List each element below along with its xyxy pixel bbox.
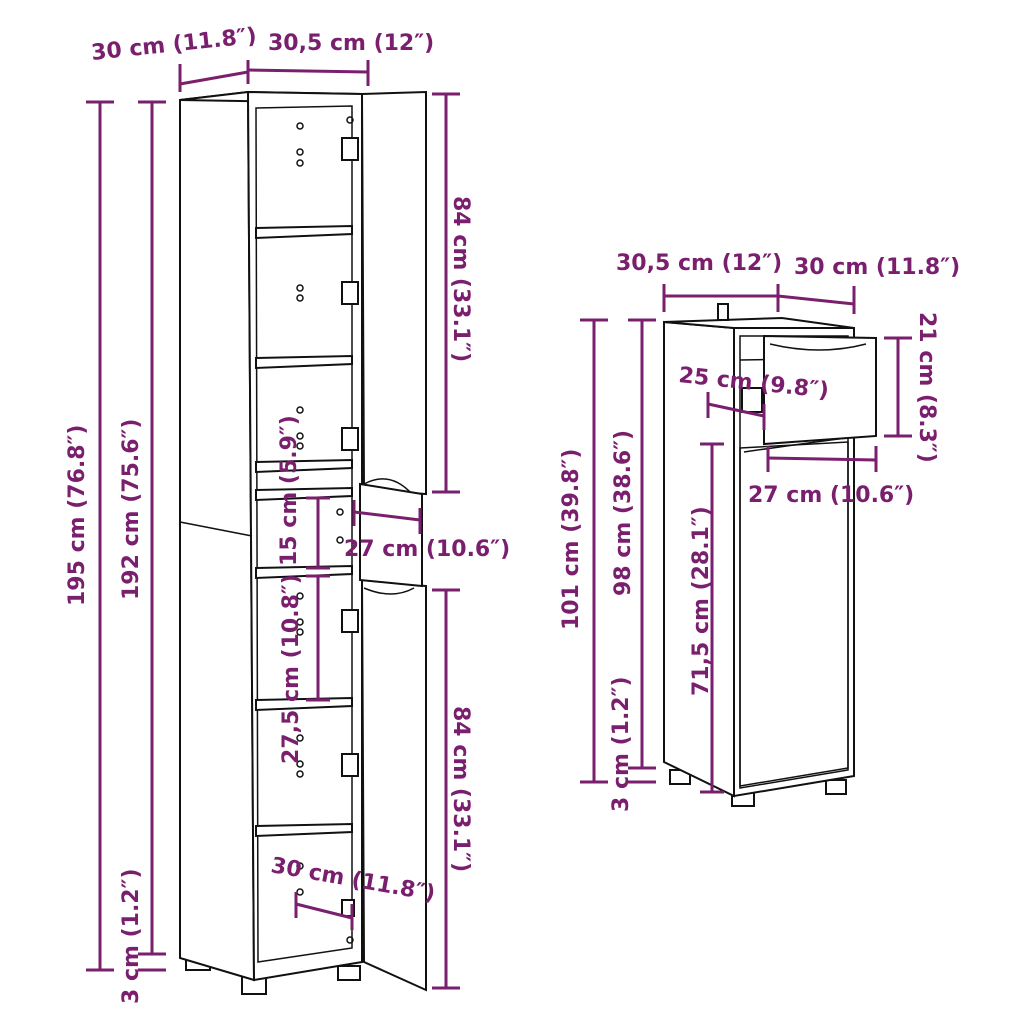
tall-lower-compartment-label: 27,5 cm (10.8″) [279,574,304,764]
tall-shelf-2 [255,354,353,370]
tall-lower-door-label: 84 cm (33.1″) [448,706,473,872]
tall-cabinet [179,90,427,995]
tall-shelf-3 [255,458,353,474]
tall-upper-door [360,90,427,496]
low-drawer-width-label: 27 cm (10.6″) [748,483,914,508]
tall-dimension-lines [86,60,460,990]
low-drawer-handle [769,343,867,351]
low-leg-right [825,779,847,795]
tall-shelf-1 [255,224,353,240]
low-width-front-label: 30,5 cm (12″) [616,251,782,276]
low-door [739,441,849,787]
tall-leg-right [337,965,361,981]
low-body-height-label: 98 cm (38.6″) [611,430,636,596]
tall-width-side-label: 30 cm (11.8″) [90,24,258,66]
tall-body-height-label: 192 cm (75.6″) [119,419,144,600]
low-cabinet [663,303,877,807]
tall-shelf-5 [255,822,353,838]
tall-side-seam [179,521,253,537]
low-width-side-label: 30 cm (11.8″) [794,255,960,280]
tall-niche-depth-label: 27 cm (10.6″) [344,537,510,562]
tall-total-height-label: 195 cm (76.8″) [65,425,90,606]
tall-niche-gap [359,482,423,588]
tall-lower-door [360,578,427,992]
tall-upper-door-handle [363,478,413,495]
tall-front-body [246,90,363,982]
tall-leg-height-label: 3 cm (1.2″) [119,868,144,1004]
tall-niche-height-label: 15 cm (5.9″) [277,415,302,566]
tall-side-panel [179,90,256,982]
low-total-height-label: 101 cm (39.8″) [559,449,584,630]
low-dimension-lines [580,284,912,794]
tall-inner-opening [255,105,353,963]
tall-lower-door-handle [363,587,415,595]
low-drawer-height-label: 21 cm (8.3″) [914,312,939,463]
low-door-height-label: 71,5 cm (28.1″) [689,506,714,696]
tall-hinges [341,137,359,917]
low-leg-height-label: 3 cm (1.2″) [609,676,634,812]
low-door-handle [743,437,847,453]
tall-width-front-label: 30,5 cm (12″) [268,31,434,56]
tall-upper-door-label: 84 cm (33.1″) [448,196,473,362]
low-top-knob [717,303,729,321]
